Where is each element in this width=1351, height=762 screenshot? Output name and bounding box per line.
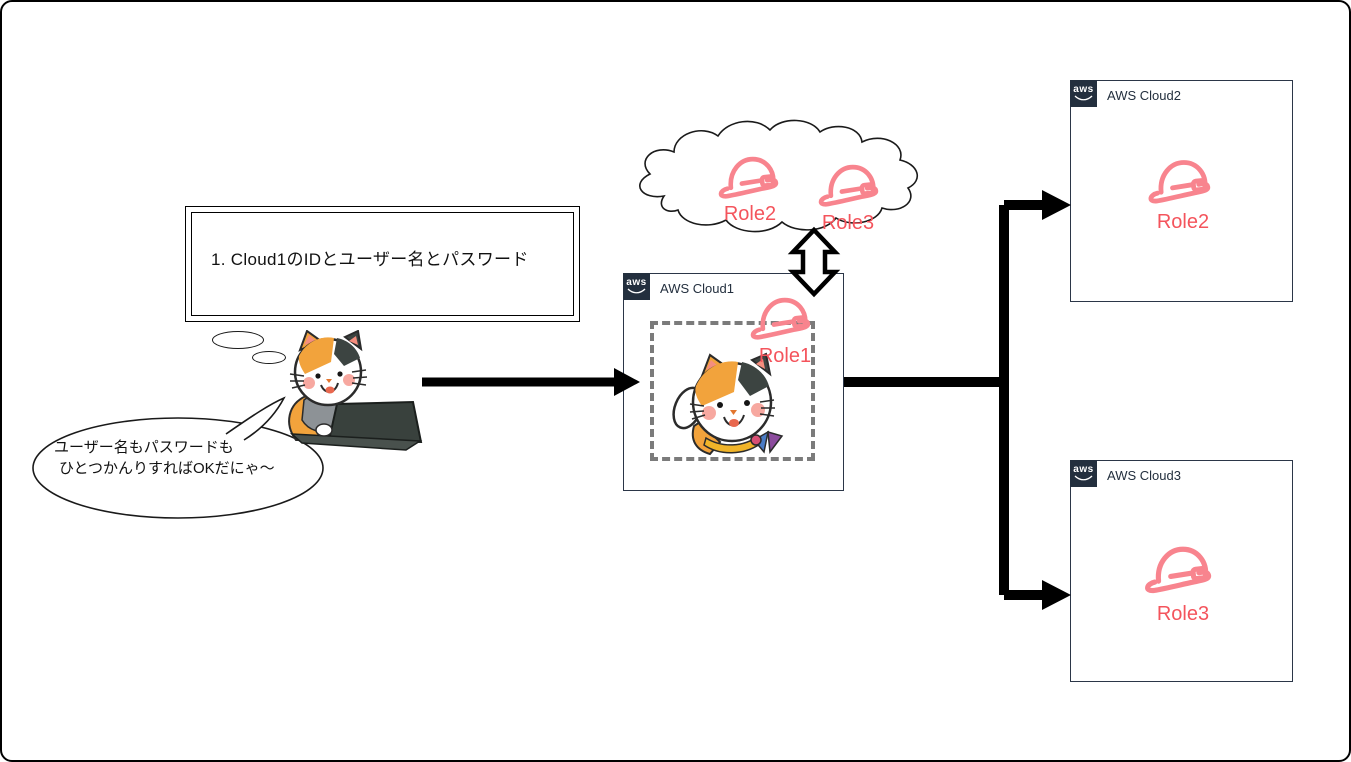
role-helmet-icon <box>714 149 790 203</box>
aws-cloud3-box: aws AWS Cloud3 <box>1070 460 1293 682</box>
cat-character <box>288 330 423 451</box>
aws-cloud2-label: AWS Cloud2 <box>1107 88 1181 103</box>
aws-cloud2-box: aws AWS Cloud2 <box>1070 80 1293 302</box>
cloud-role3-label: Role3 <box>821 212 875 234</box>
aws-cloud1-label: AWS Cloud1 <box>660 281 734 296</box>
aws-smile-icon <box>1074 95 1093 101</box>
note-box: 1. Cloud1のIDとユーザー名とパスワード <box>185 206 580 322</box>
aws-logo: aws <box>1070 80 1097 107</box>
cat-head <box>289 330 368 407</box>
cloud1-role-label: Role1 <box>758 345 812 367</box>
aws-smile-icon <box>627 288 646 294</box>
role-helmet-icon <box>1144 152 1222 208</box>
role-helmet-icon <box>744 290 824 344</box>
note-text: 1. Cloud1のIDとユーザー名とパスワード <box>211 250 529 269</box>
aws-logo-text: aws <box>1073 84 1094 95</box>
cat-avatar-cloud1 <box>672 352 784 456</box>
laptop-icon <box>289 400 423 451</box>
role-helmet-icon <box>814 157 890 211</box>
cloud2-role-label: Role2 <box>1156 211 1210 233</box>
arrow-cat-to-cloud1 <box>422 368 640 396</box>
thought-dot-large <box>212 331 264 349</box>
speech-bubble <box>32 396 324 519</box>
aws-logo: aws <box>623 273 650 300</box>
aws-logo-text: aws <box>626 277 647 288</box>
cloud3-role-label: Role3 <box>1156 603 1210 625</box>
cat-bandana <box>750 430 784 454</box>
thought-dot-small <box>252 351 286 364</box>
aws-smile-icon <box>1074 475 1093 481</box>
aws-cloud3-label: AWS Cloud3 <box>1107 468 1181 483</box>
cloud-role2-label: Role2 <box>723 203 777 225</box>
note-box-inner-border <box>191 212 574 316</box>
speech-bubble-text: ユーザー名もパスワードも ひとつかんりすればOKだにゃ～ <box>54 437 324 479</box>
account-dashed-boundary <box>650 321 815 461</box>
aws-logo: aws <box>1070 460 1097 487</box>
speech-bubble-line1: ユーザー名もパスワードも <box>54 439 234 456</box>
speech-bubble-line2: ひとつかんりすればOKだにゃ～ <box>59 460 275 477</box>
arrow-branch-to-cloud2-cloud3 <box>844 190 1071 610</box>
role-helmet-icon <box>1140 538 1224 598</box>
aws-logo-text: aws <box>1073 464 1094 475</box>
